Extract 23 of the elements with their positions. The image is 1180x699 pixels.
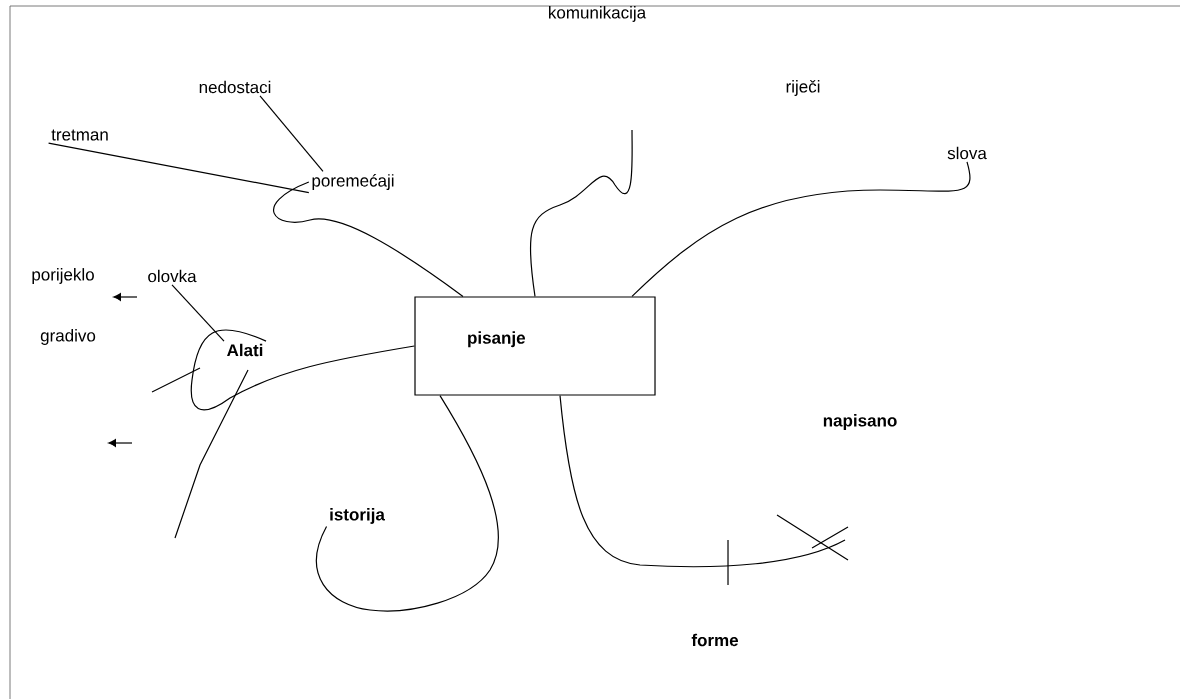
branch-line [559, 395, 846, 568]
topic-box: pisanje [414, 296, 656, 396]
topic-label: Alati [227, 343, 263, 357]
branch-line [48, 142, 310, 194]
topic-label: gradivo [40, 329, 96, 345]
branch-line [190, 329, 415, 411]
branch-line [631, 161, 971, 297]
topic-label: forme [691, 633, 739, 647]
topic-label: nedostaci [199, 80, 271, 94]
topic-label: poremećaji [312, 174, 394, 191]
branch-line [315, 395, 499, 612]
topic-label: slova [947, 146, 987, 160]
branch-line [259, 95, 324, 172]
topic-label: porijeklo [32, 268, 94, 284]
topic-label: komunikacija [549, 6, 647, 22]
branch-line [273, 181, 464, 297]
topic-label: napisano [823, 414, 897, 430]
branch-line [529, 129, 633, 297]
topic-label: tretman [51, 129, 108, 141]
topic-label: istorija [330, 508, 385, 524]
topic-label: olovka [148, 269, 197, 283]
topic-label: riječi [786, 80, 820, 96]
branch-line [171, 284, 225, 342]
